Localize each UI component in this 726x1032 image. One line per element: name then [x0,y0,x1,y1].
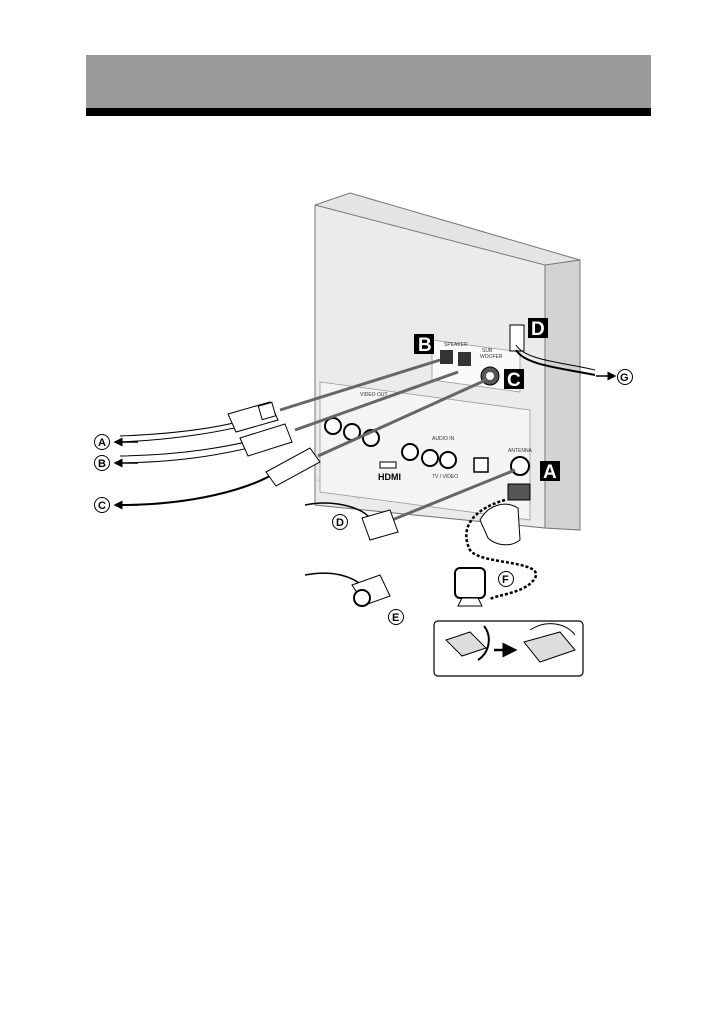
speaker-plug-b [239,423,293,457]
am-antenna-terminal [507,483,531,501]
circle-label-d: D [332,514,348,530]
circle-label-e: E [388,609,404,625]
fm-connector-e [304,572,391,607]
circle-label-a: A [94,434,110,450]
audio-in-jack-1 [401,443,419,461]
speaker-terminal-left [440,350,453,364]
subwoofer-label-1: SUB [482,348,493,354]
hdmi-port [379,461,397,469]
optical-port [473,457,489,473]
svg-text:C: C [507,370,521,391]
subwoofer-label-2: WOOFER [480,354,503,360]
section-header-band [86,55,651,108]
circle-label-f: F [498,571,514,587]
fm-antenna-jack [510,456,530,476]
speaker-plug-a [227,401,279,433]
box-label-b: B [414,334,434,356]
box-label-c: C [504,369,524,391]
box-label-d: D [528,318,548,340]
power-cord [515,344,596,376]
speaker-terminal-right [458,352,471,366]
am-loop-antenna-f [454,498,538,607]
hand-illustration [479,503,521,546]
video-out-jack-1 [324,417,342,435]
speaker-label: SPEAKER [444,342,468,348]
svg-text:C: C [98,500,106,512]
svg-text:F: F [502,574,509,586]
svg-text:B: B [418,335,432,356]
subwoofer-plug-c [265,447,321,487]
subwoofer-cable-c [119,378,487,506]
box-label-a: A [540,461,560,483]
stand-inset [433,620,584,677]
section-header-rule [86,108,651,116]
tv-video-label: TV / VIDEO [432,474,458,480]
circle-label-b: B [94,455,110,471]
video-out-label: VIDEO OUT [360,392,388,398]
svg-text:D: D [336,517,344,529]
antenna-label: ANTENNA [508,448,533,454]
svg-text:G: G [620,372,629,384]
audio-in-jack-2 [421,449,439,467]
svg-text:E: E [392,612,399,624]
svg-text:A: A [543,462,557,483]
fm-antenna-plug-d [361,509,399,541]
audio-in-label: AUDIO IN [432,436,455,442]
hdmi-logo: HDMI [378,472,401,482]
svg-text:B: B [98,458,106,470]
circle-label-g: G [617,369,633,385]
svg-text:A: A [98,437,106,449]
circle-label-c: C [94,497,110,513]
audio-in-jack-3 [439,451,457,469]
svg-text:D: D [531,319,545,340]
